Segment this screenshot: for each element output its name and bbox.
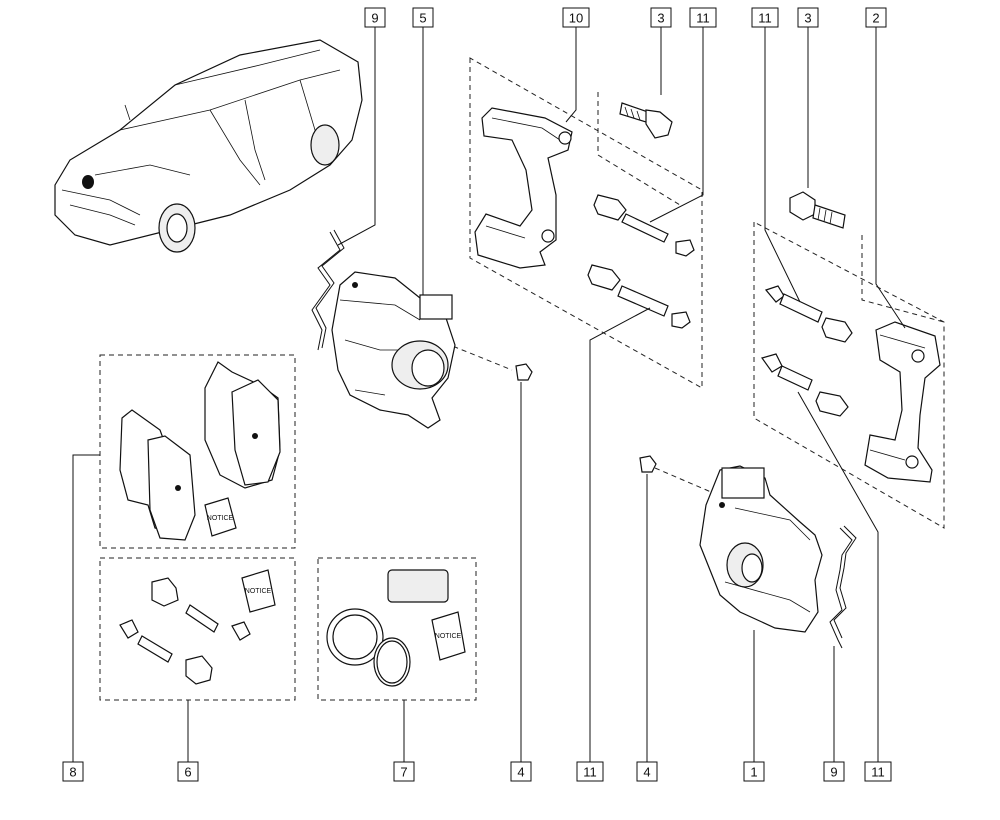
kit-frame-pads bbox=[99, 354, 296, 549]
svg-text:5: 5 bbox=[419, 11, 426, 26]
leader-lines bbox=[72, 27, 906, 762]
svg-text:11: 11 bbox=[758, 11, 772, 26]
callout-11-bottom-right: 11 bbox=[864, 761, 892, 782]
kit-frame-carrier-right bbox=[753, 221, 945, 529]
callout-3-left: 3 bbox=[650, 7, 672, 28]
guide-pin-kit: NOTICE bbox=[119, 569, 276, 685]
kit-frame-bolt-left bbox=[597, 92, 681, 206]
svg-text:11: 11 bbox=[871, 765, 885, 780]
brake-caliper-right bbox=[699, 465, 823, 633]
seal-notice-label: NOTICE bbox=[435, 633, 462, 640]
seal-notice-booklet: NOTICE bbox=[431, 611, 466, 661]
bleed-screw-left bbox=[515, 363, 533, 381]
callout-7: 7 bbox=[393, 761, 415, 782]
car-illustration bbox=[54, 39, 363, 253]
callout-11-top-left: 11 bbox=[689, 7, 717, 28]
svg-text:3: 3 bbox=[657, 11, 664, 26]
pads-notice-label: NOTICE bbox=[207, 515, 234, 522]
callout-9-bottom: 9 bbox=[823, 761, 845, 782]
callout-3-right: 3 bbox=[797, 7, 819, 28]
svg-text:11: 11 bbox=[583, 765, 597, 780]
svg-text:1: 1 bbox=[750, 765, 757, 780]
callout-11-bottom-left: 11 bbox=[576, 761, 604, 782]
svg-text:11: 11 bbox=[696, 11, 710, 26]
callout-10: 10 bbox=[562, 7, 590, 28]
kit-frame-bolt-right bbox=[861, 235, 945, 323]
svg-text:6: 6 bbox=[184, 765, 191, 780]
svg-text:8: 8 bbox=[69, 765, 76, 780]
pad-spring-left bbox=[311, 229, 345, 351]
svg-text:4: 4 bbox=[517, 765, 524, 780]
carrier-bolt-left bbox=[619, 102, 673, 139]
pads-notice-booklet: NOTICE bbox=[204, 497, 237, 537]
caliper-carrier-right bbox=[864, 321, 941, 483]
callout-4-left: 4 bbox=[510, 761, 532, 782]
guide-pins-right bbox=[761, 285, 853, 417]
svg-text:10: 10 bbox=[569, 11, 583, 26]
brake-pad-set: NOTICE bbox=[119, 361, 281, 541]
svg-text:9: 9 bbox=[371, 11, 378, 26]
svg-text:2: 2 bbox=[872, 11, 879, 26]
kit-frame-guides bbox=[99, 557, 296, 701]
callout-4-right: 4 bbox=[636, 761, 658, 782]
callout-1: 1 bbox=[743, 761, 765, 782]
callout-8: 8 bbox=[62, 761, 84, 782]
dashed-kit-frames bbox=[99, 57, 945, 701]
carrier-bolt-right bbox=[789, 191, 846, 229]
svg-text:7: 7 bbox=[400, 765, 407, 780]
svg-text:4: 4 bbox=[643, 765, 650, 780]
callout-2: 2 bbox=[865, 7, 887, 28]
svg-text:9: 9 bbox=[830, 765, 837, 780]
brake-caliper-left bbox=[331, 271, 456, 429]
caliper-carrier-left bbox=[474, 107, 573, 269]
bleed-screw-right bbox=[639, 455, 657, 473]
guides-notice-booklet: NOTICE bbox=[241, 569, 276, 613]
svg-text:3: 3 bbox=[804, 11, 811, 26]
pad-spring-right bbox=[829, 525, 857, 649]
guides-notice-label: NOTICE bbox=[245, 588, 272, 595]
kit-frame-seal bbox=[317, 557, 477, 701]
callout-9-top: 9 bbox=[364, 7, 386, 28]
piston-seal-kit: NOTICE bbox=[326, 569, 466, 687]
guide-pins-left bbox=[587, 194, 695, 329]
callout-5: 5 bbox=[412, 7, 434, 28]
callout-6: 6 bbox=[177, 761, 199, 782]
callout-11-top-right: 11 bbox=[751, 7, 779, 28]
